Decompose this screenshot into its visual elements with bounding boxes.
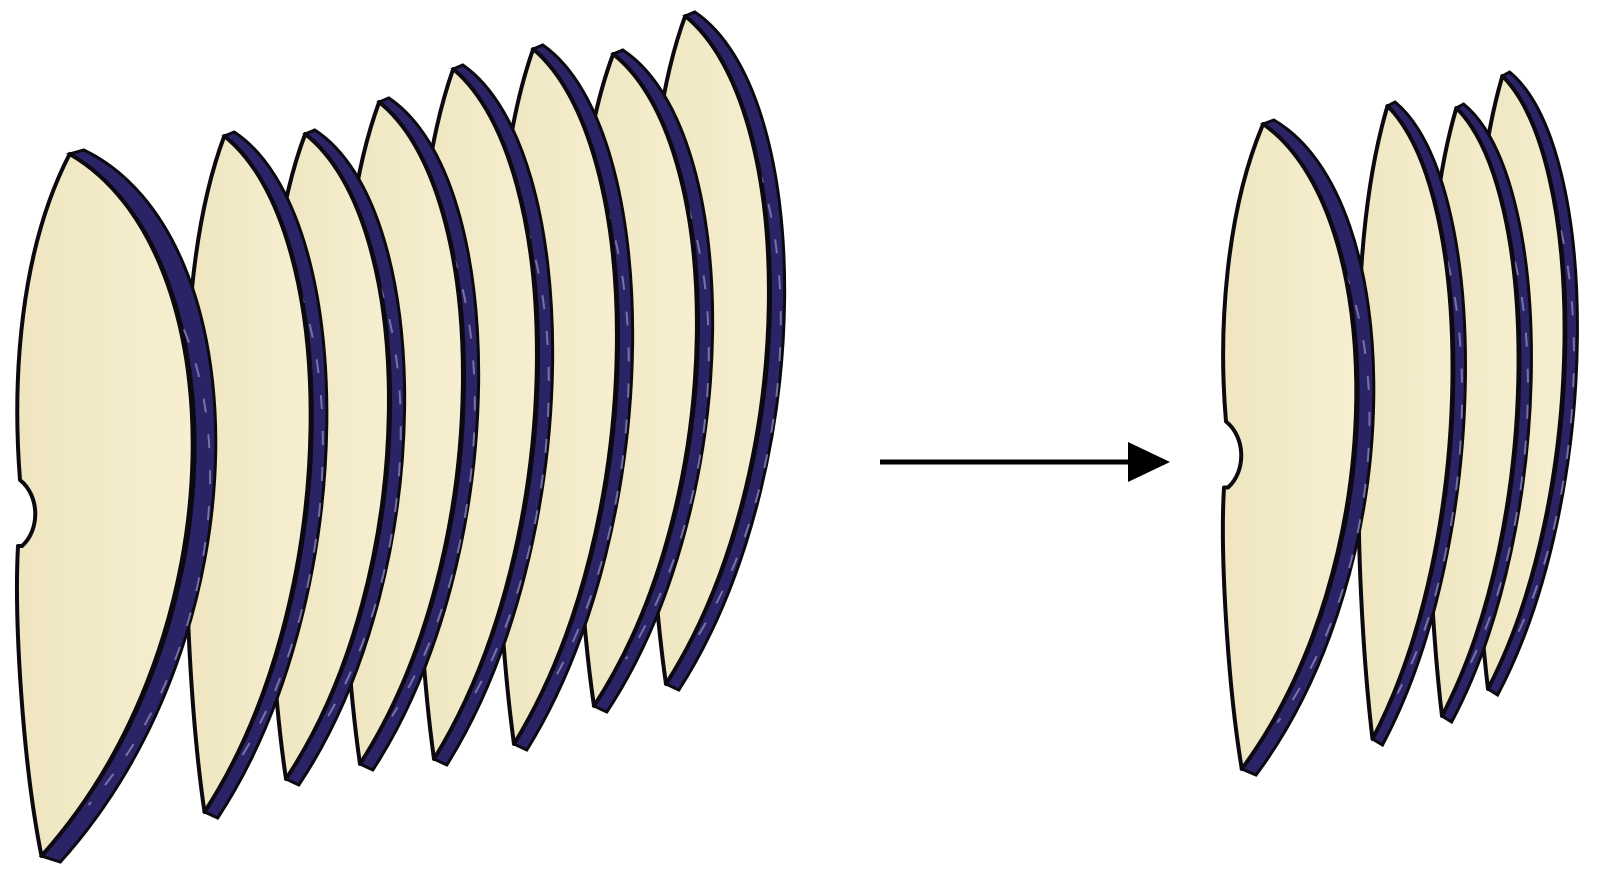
slice-stack-many	[17, 12, 785, 862]
arrow-head-icon	[1128, 442, 1170, 482]
fruit-slice	[1223, 120, 1374, 775]
fruit-slice	[17, 150, 216, 862]
transform-arrow	[880, 442, 1170, 482]
slice-stack-few	[1223, 72, 1578, 775]
